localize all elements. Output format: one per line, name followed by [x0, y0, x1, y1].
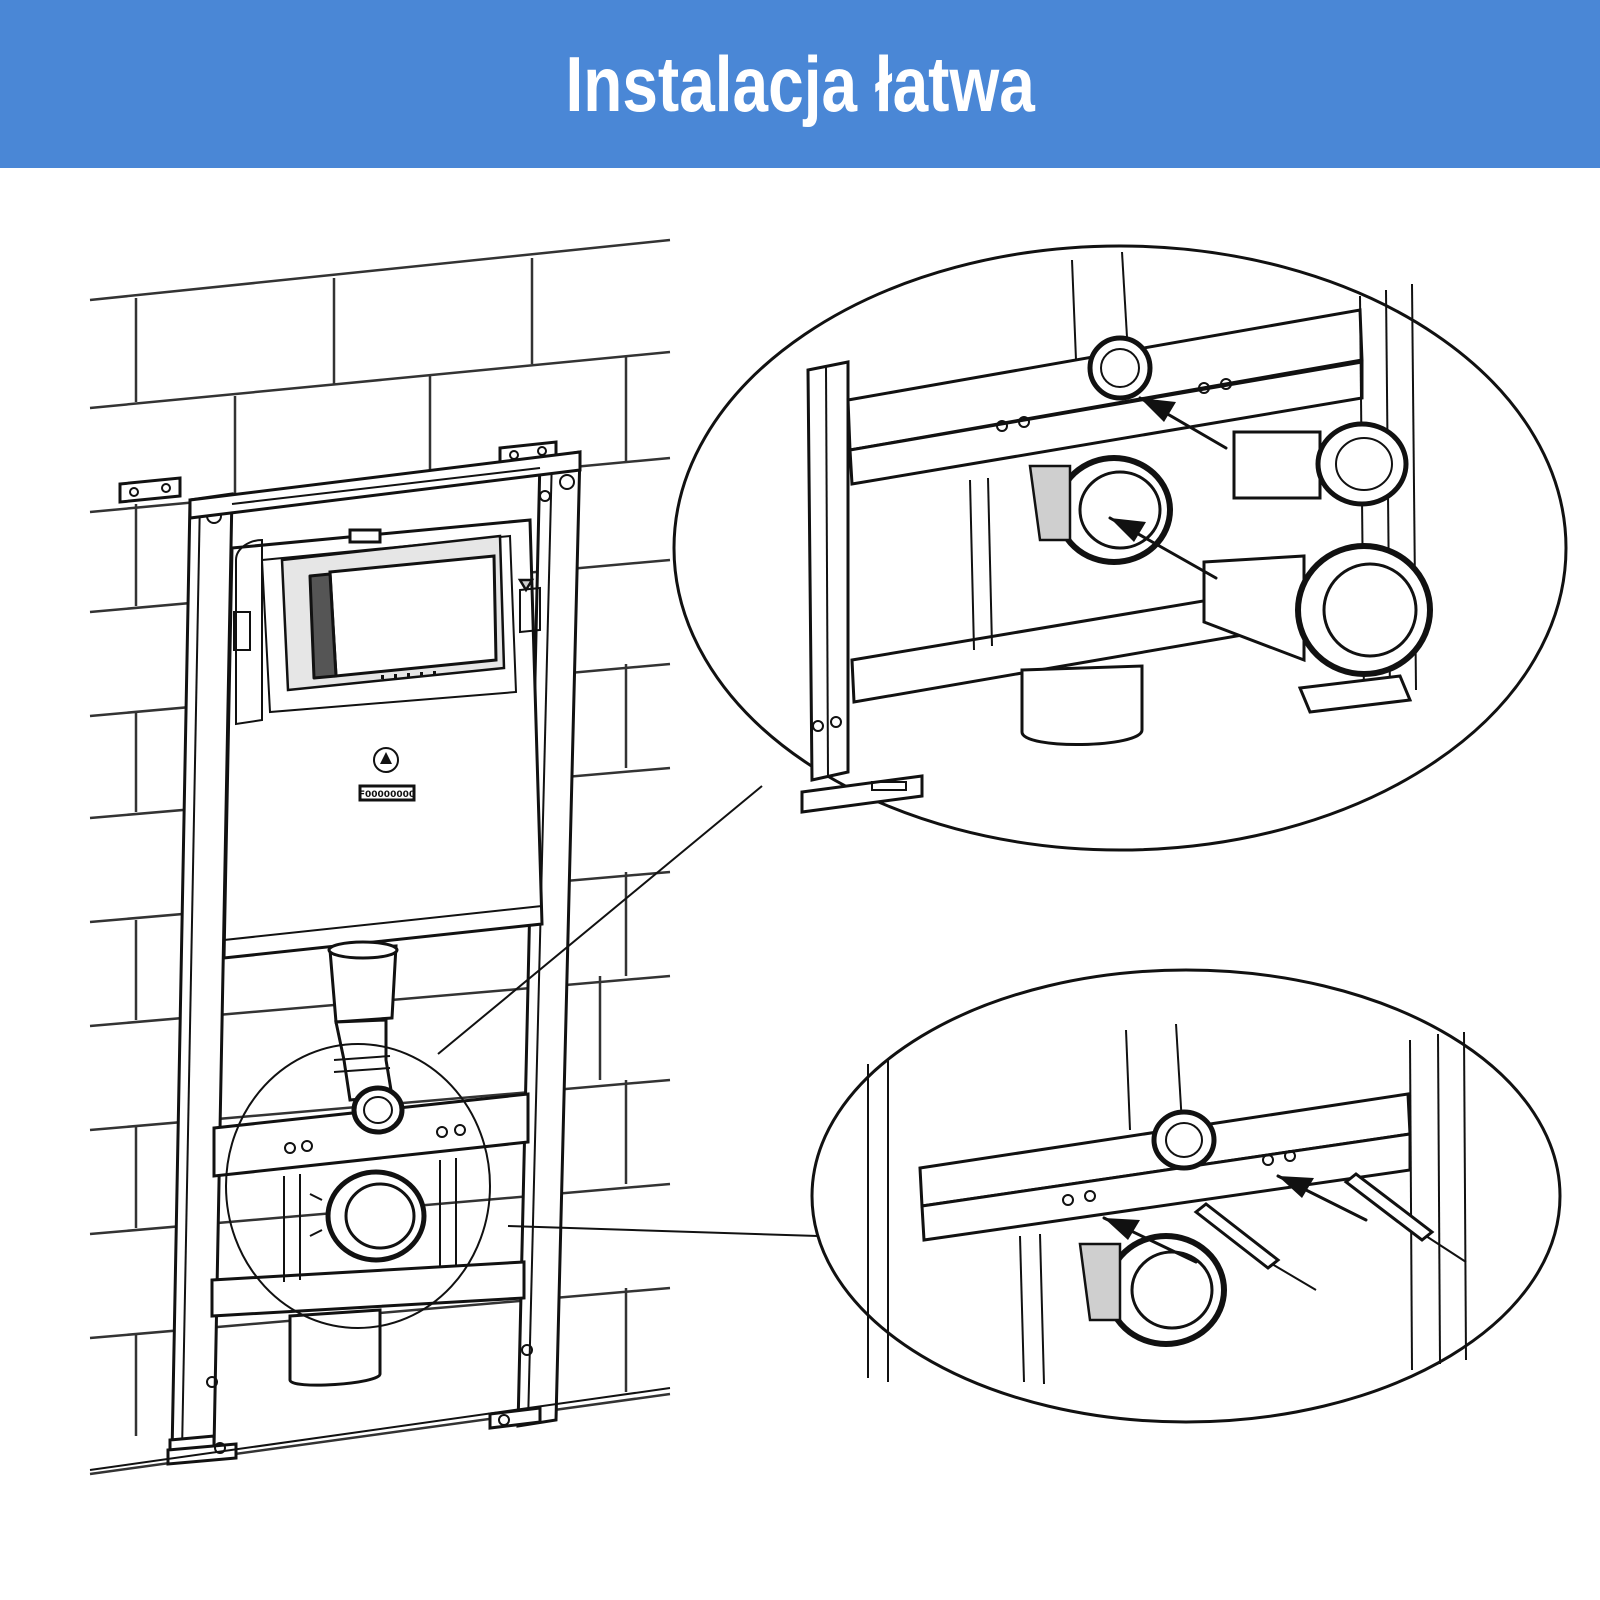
callout-leader-top	[437, 785, 763, 1055]
insert-arrow-icon	[1110, 518, 1146, 542]
detail-callout-pipe-connection	[672, 244, 1568, 852]
tank-badge	[358, 784, 416, 802]
drain-pipe	[288, 940, 427, 1387]
header-banner: Instalacja łatwa	[0, 0, 1600, 168]
detail-callout-marker	[225, 1043, 491, 1329]
insert-arrow-icon	[1104, 1218, 1140, 1240]
tank-badge-text: F00000000	[359, 790, 415, 800]
insert-arrow-icon	[1140, 398, 1176, 422]
insert-arrow-icon	[1278, 1176, 1314, 1198]
detail-callout-mounting-rods	[810, 968, 1562, 1424]
installation-frame	[118, 440, 582, 1466]
brand-logo-icon	[373, 747, 399, 773]
page-title: Instalacja łatwa	[565, 39, 1035, 128]
cistern: F00000000	[222, 518, 544, 960]
floor-line	[89, 1387, 671, 1471]
callout-leader-bottom	[507, 1225, 819, 1237]
